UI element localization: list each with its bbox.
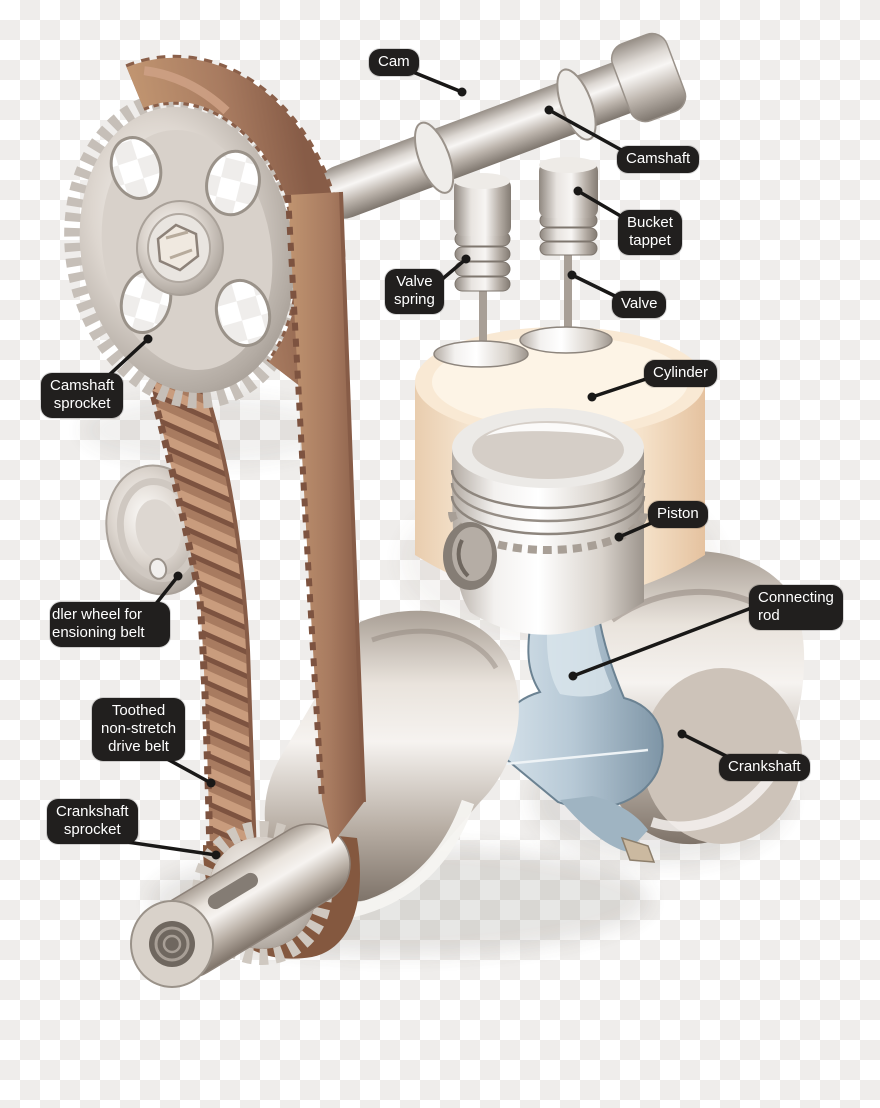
label-text: Crankshaft xyxy=(728,758,801,775)
piston-part xyxy=(443,408,648,635)
label-connecting-rod: Connecting rod xyxy=(749,585,843,630)
leader-lines xyxy=(106,68,756,860)
label-text: spring xyxy=(394,291,435,308)
cam-lobe-left xyxy=(414,121,455,194)
label-valve-spring: Valve spring xyxy=(385,269,444,314)
valve-right xyxy=(519,157,613,354)
label-toothed-belt: Toothed non-stretch drive belt xyxy=(92,698,186,761)
label-crankshaft: Crankshaft xyxy=(719,754,810,781)
valve-spring-right xyxy=(539,213,598,256)
valve-left xyxy=(433,173,529,368)
label-camshaft-sprocket: Camshaft sprocket xyxy=(41,373,124,418)
leader-cylinder xyxy=(587,375,654,402)
leader-cam xyxy=(406,68,467,97)
label-text: Toothed xyxy=(111,702,166,719)
label-text: Bucket xyxy=(627,214,673,231)
leader-valve xyxy=(567,270,619,299)
label-text: Crankshaft xyxy=(56,803,129,820)
label-text: Piston xyxy=(657,505,699,522)
label-crankshaft-sprocket: Crankshaft sprocket xyxy=(47,799,138,844)
label-text: drive belt xyxy=(108,738,169,755)
rod-cap-bolt xyxy=(620,836,656,863)
label-cam: Cam xyxy=(369,49,419,76)
bucket-tappet-right xyxy=(539,157,598,218)
label-text: Camshaft xyxy=(626,150,691,167)
crankshaft-nose-end xyxy=(130,900,214,988)
label-text: tappet xyxy=(629,232,671,249)
label-text: dler wheel for xyxy=(52,606,143,623)
camshaft-end-journal xyxy=(610,32,687,123)
leader-crankshaft xyxy=(677,729,730,759)
label-cylinder: Cylinder xyxy=(644,360,718,387)
leader-bucket-tappet xyxy=(573,186,626,220)
leader-valve-spring xyxy=(438,254,471,283)
camshaft-shaft xyxy=(316,32,687,219)
label-text: Camshaft xyxy=(50,377,115,394)
valve-spring-left xyxy=(454,231,511,292)
label-camshaft: Camshaft xyxy=(617,146,700,173)
label-text: ensioning belt xyxy=(52,624,145,641)
leader-idler-wheel xyxy=(153,571,183,607)
label-text: Valve xyxy=(621,295,658,312)
label-valve: Valve xyxy=(612,291,667,318)
leader-crankshaft-sprocket xyxy=(118,839,221,860)
label-text: Connecting xyxy=(758,589,834,606)
valve-train xyxy=(433,157,613,368)
label-text: Cylinder xyxy=(653,364,709,381)
keyway-slot xyxy=(207,872,259,910)
label-piston: Piston xyxy=(648,501,708,528)
label-idler-wheel: dler wheel for ensioning belt xyxy=(50,602,170,647)
bucket-tappet-left xyxy=(454,173,511,236)
label-text: Cam xyxy=(378,53,410,70)
label-text: rod xyxy=(758,607,780,624)
label-text: non-stretch xyxy=(101,720,177,737)
timing-belt-right-run xyxy=(285,191,366,844)
leader-camshaft-sprocket xyxy=(106,334,153,378)
leader-camshaft xyxy=(544,105,627,154)
sprocket-hub-bolt xyxy=(136,200,224,296)
label-bucket-tappet: Bucket tappet xyxy=(618,210,682,255)
label-text: sprocket xyxy=(63,821,121,838)
cam-lobe-right xyxy=(556,68,597,141)
label-text: sprocket xyxy=(53,395,111,412)
leader-connecting-rod xyxy=(568,605,756,681)
label-text: Valve xyxy=(396,273,433,290)
